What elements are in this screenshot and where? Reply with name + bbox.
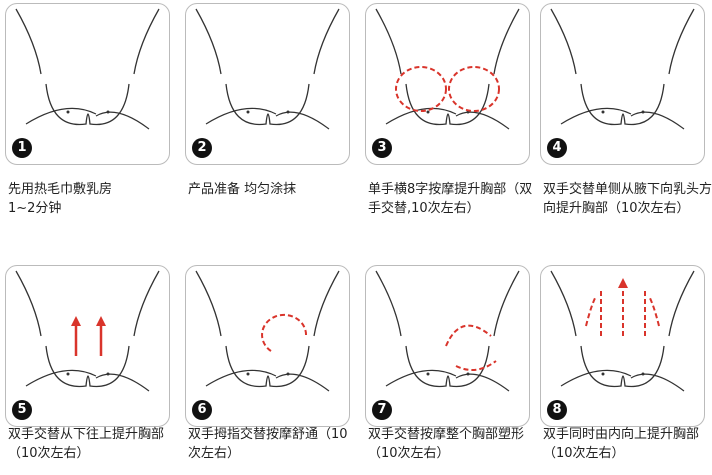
step-7-illustration: 7 [365, 265, 530, 427]
body-drawing [375, 8, 520, 130]
step-number-badge: 5 [12, 400, 32, 420]
body-drawing [375, 270, 520, 392]
step-1-illustration: 1 [5, 3, 170, 165]
step-number-badge: 1 [12, 138, 32, 158]
body-drawing [15, 270, 160, 392]
step-number-badge: 8 [547, 400, 567, 420]
body-drawing [195, 8, 340, 130]
step-number-badge: 4 [547, 138, 567, 158]
step-number-badge: 3 [372, 138, 392, 158]
step-3-illustration: 3 [365, 3, 530, 165]
step-number-badge: 7 [372, 400, 392, 420]
body-drawing [195, 270, 340, 392]
step-5-caption: 双手交替从下往上提升胸部（10次左右） [8, 427, 165, 461]
body-drawing [550, 8, 695, 130]
step-8-illustration: 8 [540, 265, 705, 427]
step-number-badge: 6 [192, 400, 212, 420]
step-7-caption: 双手交替按摩整个胸部塑形（10次左右） [368, 427, 525, 461]
body-drawing [15, 8, 160, 130]
step-4-caption: 双手交替单侧从腋下向乳头方向提升胸部（10次左右） [543, 182, 712, 216]
step-6-illustration: 6 [185, 265, 350, 427]
step-2-illustration: 2 [185, 3, 350, 165]
step-1-caption: 先用热毛巾敷乳房 1~2分钟 [8, 182, 113, 216]
step-5-illustration: 5 [5, 265, 170, 427]
step-3-caption: 单手横8字按摩提升胸部（双手交替,10次左右） [368, 182, 533, 216]
body-drawing [550, 270, 695, 392]
step-8-caption: 双手同时由内向上提升胸部（10次左右） [543, 427, 700, 461]
step-6-caption: 双手拇指交替按摩舒通（10次左右） [188, 427, 348, 461]
step-4-illustration: 4 [540, 3, 705, 165]
step-2-caption: 产品准备 均匀涂抹 [188, 182, 297, 197]
step-number-badge: 2 [192, 138, 212, 158]
